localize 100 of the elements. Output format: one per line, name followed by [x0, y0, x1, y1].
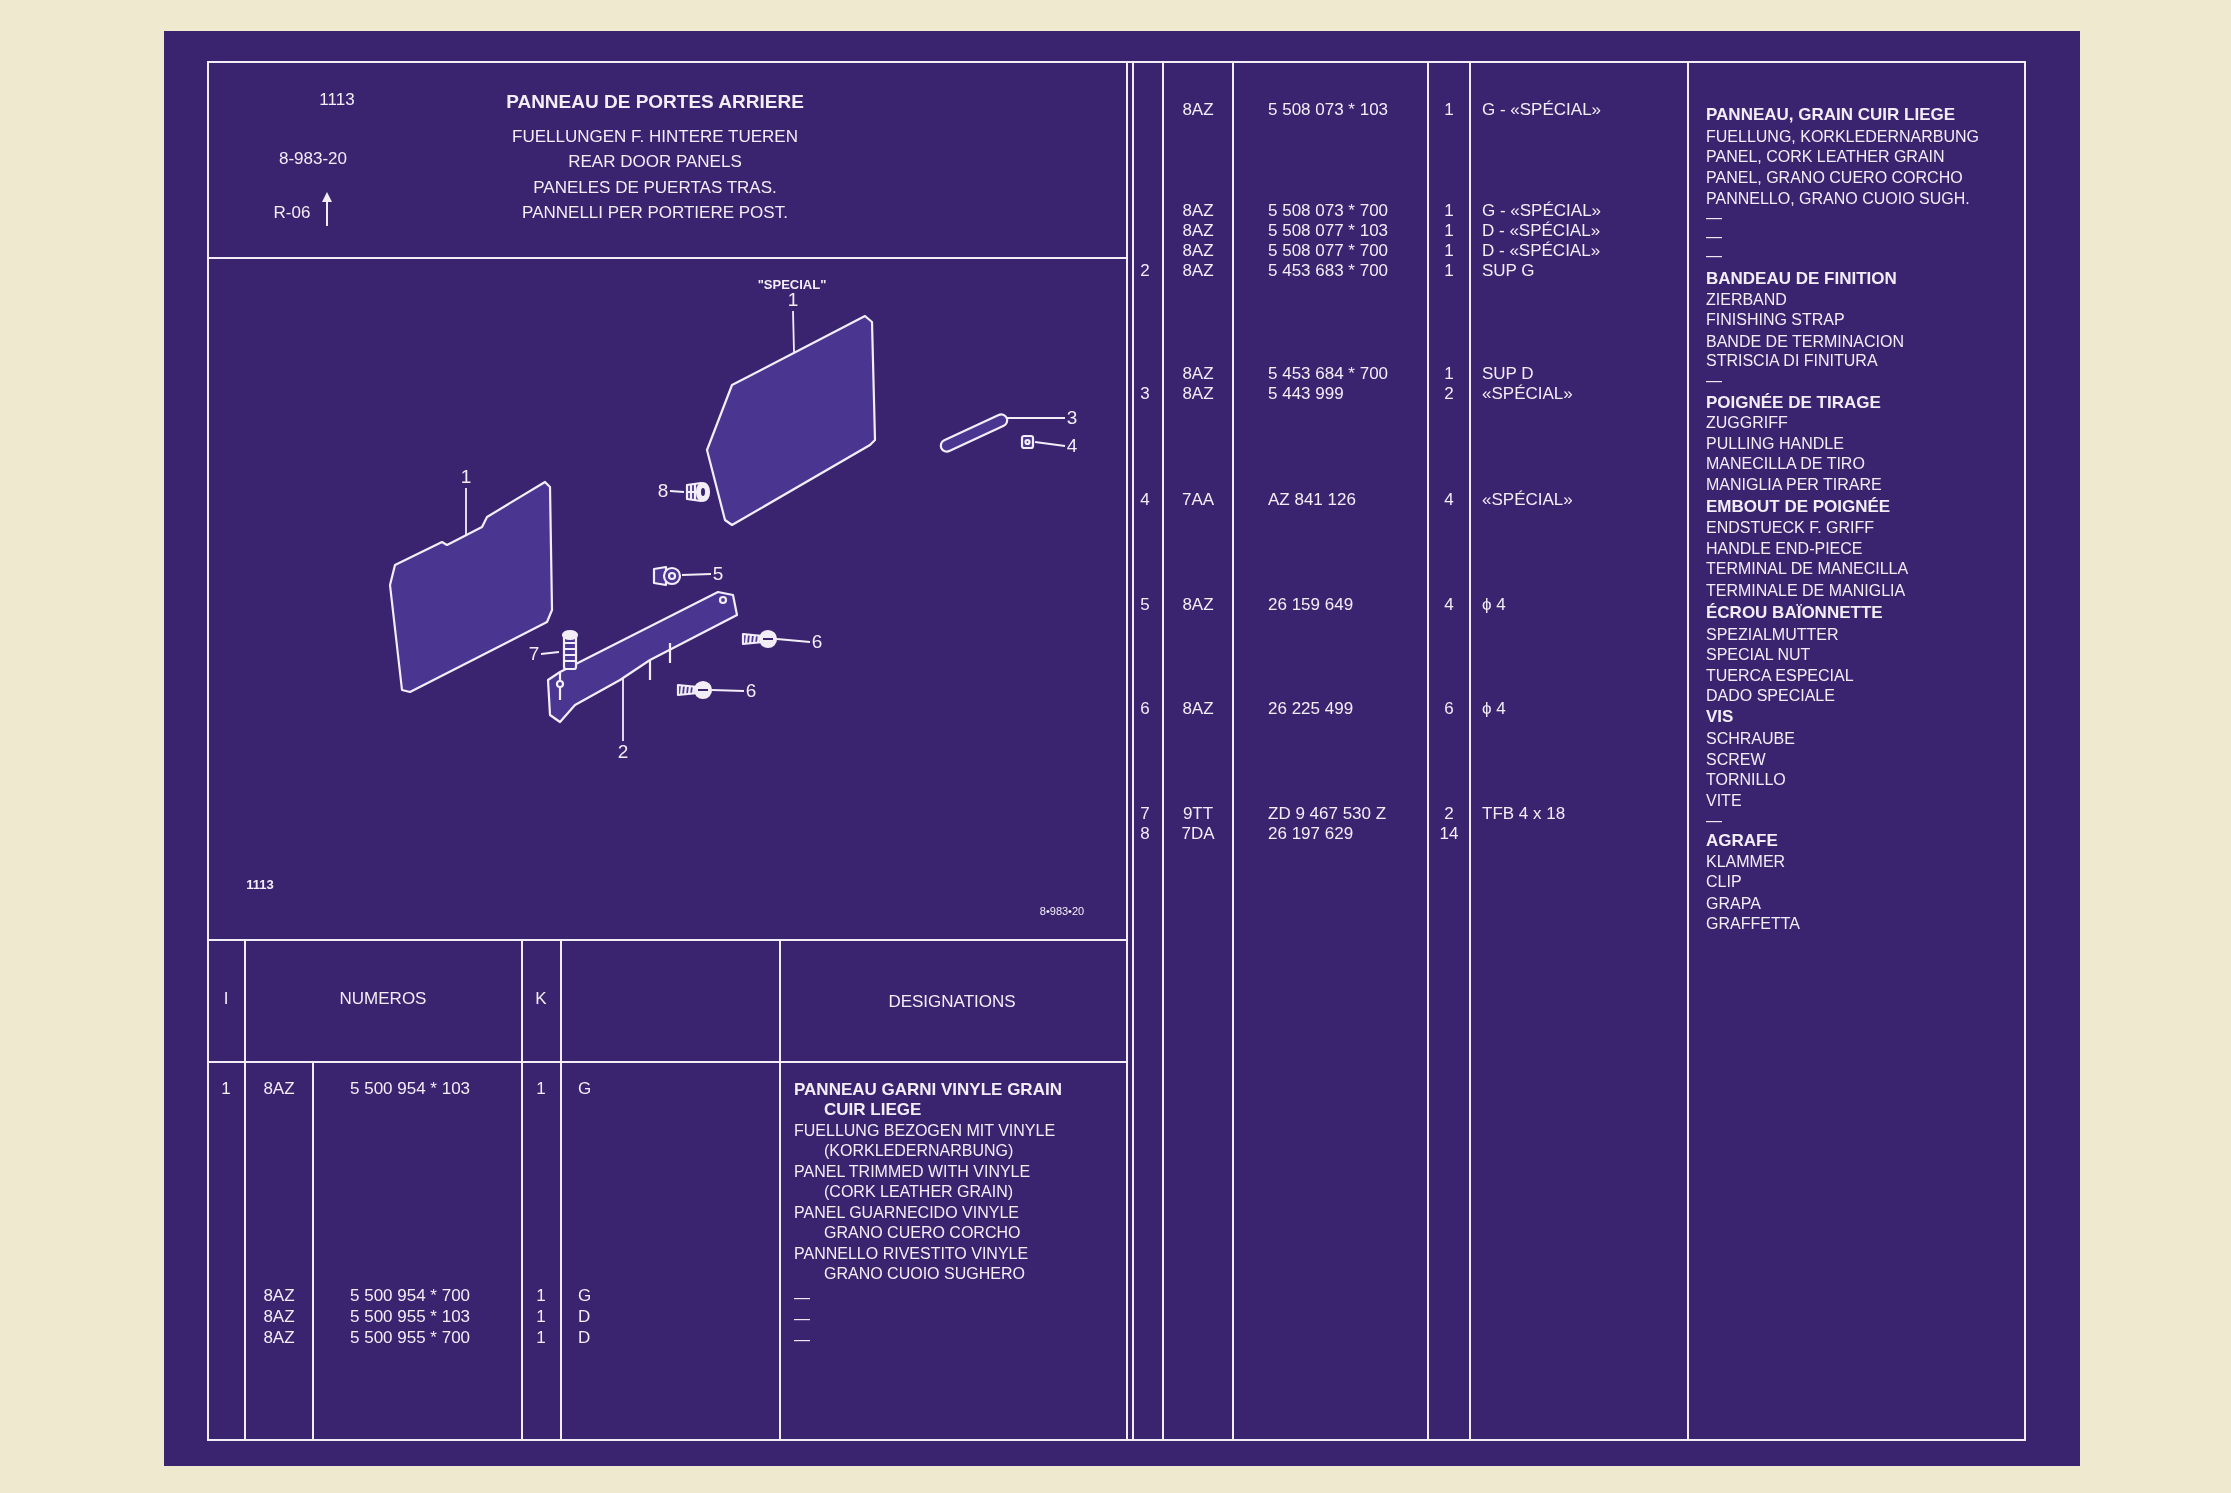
column-header: K: [535, 989, 547, 1009]
variant-note: D - «SPÉCIAL»: [1482, 221, 1601, 241]
item-number: 8: [1140, 824, 1150, 844]
callout-number: 7: [527, 643, 541, 665]
part-number: 26 225 499: [1268, 699, 1354, 719]
designation-text: TORNILLO: [1706, 770, 1786, 790]
part-number: 5 508 077 * 103: [1268, 221, 1389, 241]
catalog-code: 8AZ: [263, 1079, 295, 1099]
catalog-code: 8AZ: [1182, 384, 1214, 404]
quantity: 1: [536, 1286, 546, 1306]
designation-text: PANEL, CORK LEATHER GRAIN: [1706, 147, 1945, 167]
catalog-code: 8AZ: [263, 1286, 295, 1306]
leader-line: [1006, 417, 1066, 419]
catalog-code: 8AZ: [1182, 699, 1214, 719]
designation-heading: POIGNÉE DE TIRAGE: [1706, 393, 1881, 413]
dash: —: [794, 1288, 810, 1308]
door-panel-drawing: [705, 313, 879, 529]
designation-heading: AGRAFE: [1706, 831, 1778, 851]
quantity: 1: [1444, 221, 1454, 241]
leader-line: [776, 638, 811, 643]
quantity: 1: [536, 1328, 546, 1348]
catalog-code: 8AZ: [1182, 364, 1214, 384]
catalog-number: 8-983-20: [278, 149, 348, 169]
quantity: 1: [1444, 261, 1454, 281]
catalog-code: 8AZ: [1182, 595, 1214, 615]
quantity: 1: [536, 1079, 546, 1099]
item-number: 4: [1140, 490, 1150, 510]
quantity: 1: [536, 1307, 546, 1327]
designation-text: ZIERBAND: [1706, 290, 1787, 310]
variant-note: D - «SPÉCIAL»: [1482, 241, 1601, 261]
catalog-code: 7AA: [1181, 490, 1215, 510]
variant-note: SUP G: [1482, 261, 1535, 281]
designation-heading: BANDEAU DE FINITION: [1706, 269, 1897, 289]
catalog-code: 8AZ: [1182, 201, 1214, 221]
variant-note: TFB 4 x 18: [1482, 804, 1566, 824]
part-number: AZ 841 126: [1268, 490, 1356, 510]
item-number: 6: [1140, 699, 1150, 719]
clip-drawing: [684, 480, 712, 504]
part-number: 5 500 955 * 103: [350, 1307, 471, 1327]
part-number: 5 443 999: [1268, 384, 1344, 404]
designation-text: PANNELLO, GRANO CUOIO SUGH.: [1706, 189, 1970, 209]
designation-text: MANECILLA DE TIRO: [1706, 454, 1865, 474]
catalog-code: 8AZ: [263, 1307, 295, 1327]
designation-text: VITE: [1706, 791, 1742, 811]
clip-drawing: [559, 628, 581, 672]
column-header: I: [223, 989, 229, 1009]
dash: —: [1706, 208, 1722, 228]
leader-line: [1034, 441, 1066, 447]
designation-text: PANNELLO RIVESTITO VINYLE GRANO CUOIO SUGHERO: [794, 1244, 1030, 1284]
quantity: 1: [1444, 100, 1454, 120]
leader-line: [711, 689, 745, 692]
leader-line: [540, 651, 560, 655]
leader-line: [465, 487, 467, 536]
quantity: 4: [1444, 490, 1454, 510]
part-number: 5 453 684 * 700: [1268, 364, 1389, 384]
subtitle: FUELLUNGEN F. HINTERE TUEREN: [512, 127, 798, 147]
variant-note: G: [578, 1079, 592, 1099]
quantity: 4: [1444, 595, 1454, 615]
leader-line: [622, 677, 624, 742]
designation-heading: PANNEAU GARNI VINYLE GRAIN CUIR LIEGE: [794, 1080, 1063, 1120]
designation-text: SCREW: [1706, 750, 1766, 770]
catalog-number: 1113: [319, 90, 355, 110]
part-number: 5 500 955 * 700: [350, 1328, 471, 1348]
designation-text: TUERCA ESPECIAL: [1706, 666, 1854, 686]
item-number: 2: [1140, 261, 1150, 281]
variant-note: G - «SPÉCIAL»: [1482, 100, 1602, 120]
subtitle: PANNELLI PER PORTIERE POST.: [522, 203, 788, 223]
part-number: 5 508 073 * 700: [1268, 201, 1389, 221]
leader-line: [681, 573, 712, 576]
variant-note: D: [578, 1307, 591, 1327]
designation-text: ZUGGRIFF: [1706, 413, 1788, 433]
designation-text: PANEL TRIMMED WITH VINYLE (CORK LEATHER GRAIN): [794, 1162, 1032, 1202]
designation-text: HANDLE END-PIECE: [1706, 539, 1863, 559]
designation-text: FUELLUNG BEZOGEN MIT VINYLE (KORKLEDERNARBUNG): [794, 1121, 1057, 1161]
leader-line: [669, 490, 685, 493]
variant-note: ϕ 4: [1482, 699, 1506, 719]
catalog-code: 7DA: [1181, 824, 1215, 844]
dash: —: [794, 1309, 810, 1329]
catalog-code: 8AZ: [1182, 241, 1214, 261]
column-header: NUMEROS: [339, 989, 427, 1009]
quantity: 2: [1444, 804, 1454, 824]
designation-text: MANIGLIA PER TIRARE: [1706, 475, 1882, 495]
catalog-number: 1113: [246, 876, 274, 894]
callout-number: 5: [711, 563, 725, 585]
part-number: 5 508 077 * 700: [1268, 241, 1389, 261]
designation-text: KLAMMER: [1706, 852, 1786, 872]
subtitle: REAR DOOR PANELS: [568, 152, 742, 172]
item-number: 7: [1140, 804, 1150, 824]
dash: —: [794, 1330, 810, 1350]
part-number: 5 500 954 * 103: [350, 1079, 471, 1099]
part-number: 26 197 629: [1268, 824, 1354, 844]
variant-note: «SPÉCIAL»: [1482, 384, 1573, 404]
designation-heading: PANNEAU, GRAIN CUIR LIEGE: [1706, 105, 1956, 125]
catalog-code: 8AZ: [1182, 261, 1214, 281]
end-piece-drawing: [1020, 434, 1035, 450]
designation-text: STRISCIA DI FINITURA: [1706, 351, 1878, 371]
dash: —: [1706, 246, 1722, 266]
designation-text: BANDE DE TERMINACION: [1706, 332, 1904, 352]
finishing-strap-drawing: [545, 588, 741, 726]
nut-drawing: [652, 563, 682, 589]
